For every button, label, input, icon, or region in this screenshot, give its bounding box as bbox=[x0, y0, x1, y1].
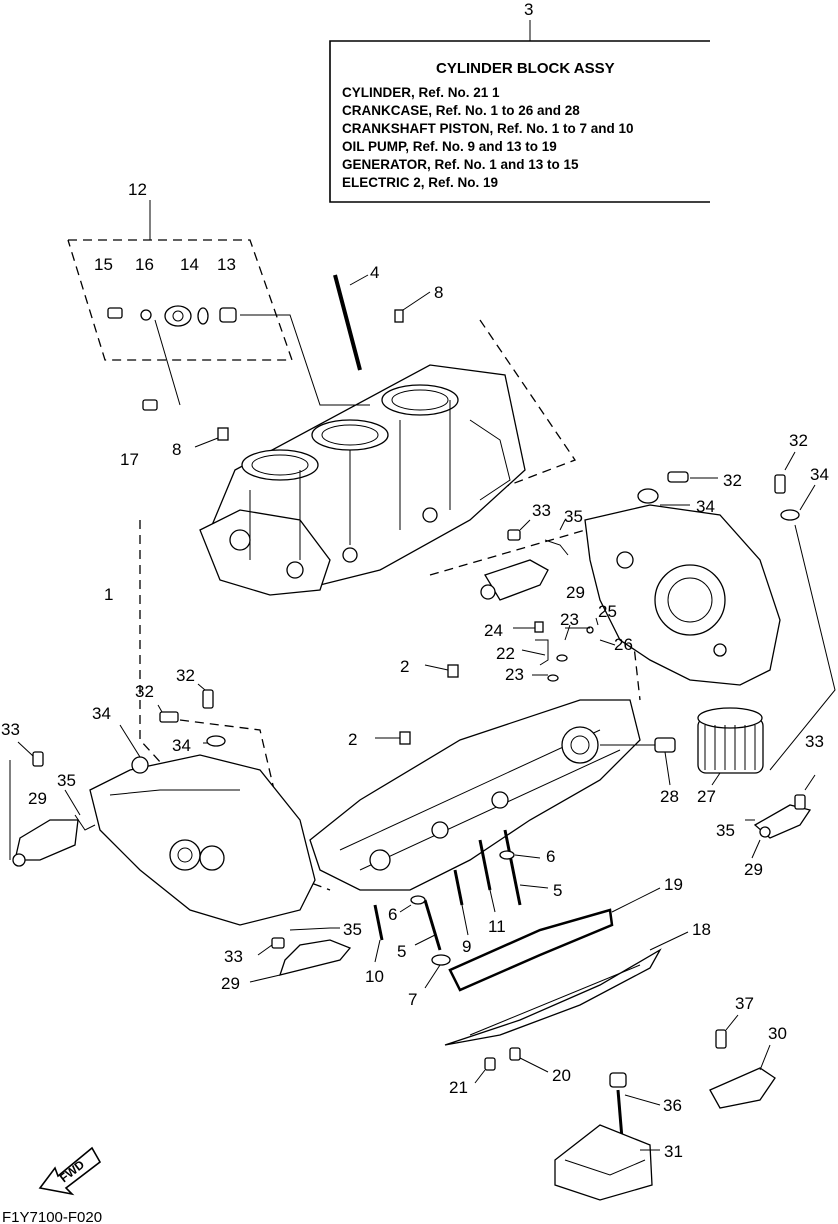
callout-37: 37 bbox=[735, 994, 754, 1013]
callout-31: 31 bbox=[664, 1142, 683, 1161]
callout-7: 7 bbox=[408, 990, 417, 1009]
callout-29-right: 29 bbox=[744, 860, 763, 879]
callout-10: 10 bbox=[365, 967, 384, 986]
callout-35-right: 35 bbox=[716, 821, 735, 840]
callout-2-upper: 2 bbox=[400, 657, 409, 676]
callout-2-lower: 2 bbox=[348, 730, 357, 749]
callout-34-top: 34 bbox=[810, 465, 829, 484]
callout-24: 24 bbox=[484, 621, 503, 640]
callout-23-lower: 23 bbox=[505, 665, 524, 684]
crankcase bbox=[309, 664, 660, 891]
callout-1: 1 bbox=[104, 585, 113, 604]
callout-6-left: 6 bbox=[388, 905, 397, 924]
callout-12: 12 bbox=[128, 180, 147, 199]
callout-15: 15 bbox=[94, 255, 113, 274]
callout-35-upper: 35 bbox=[564, 507, 583, 526]
assembly-reference-box: 3 CYLINDER BLOCK ASSY CYLINDER, Ref. No.… bbox=[329, 0, 710, 203]
callout-23-upper: 23 bbox=[560, 610, 579, 629]
callout-26: 26 bbox=[614, 635, 633, 654]
callout-33-lower: 33 bbox=[224, 947, 243, 966]
callout-32-left: 32 bbox=[135, 682, 154, 701]
stud-and-dowels bbox=[194, 274, 431, 448]
cylinder-block bbox=[199, 364, 526, 596]
callout-21: 21 bbox=[449, 1078, 468, 1097]
assembly-line-crankshaft-piston: CRANKSHAFT PISTON, Ref. No. 1 to 7 and 1… bbox=[342, 121, 634, 136]
assembly-line-generator: GENERATOR, Ref. No. 1 and 13 to 15 bbox=[342, 157, 579, 172]
callout-5-left: 5 bbox=[397, 942, 406, 961]
callout-35-lower: 35 bbox=[343, 920, 362, 939]
callout-9: 9 bbox=[462, 937, 471, 956]
assembly-line-oil-pump: OIL PUMP, Ref. No. 9 and 13 to 19 bbox=[342, 139, 557, 154]
assembly-line-crankcase: CRANKCASE, Ref. No. 1 to 26 and 28 bbox=[342, 103, 580, 118]
left-crankcase-cover bbox=[9, 683, 316, 926]
callout-3: 3 bbox=[524, 0, 533, 19]
bottom-right-parts bbox=[554, 1014, 776, 1201]
callout-numbers: 12 15 16 14 13 4 8 17 8 1 32 32 34 34 33… bbox=[1, 180, 829, 1161]
callout-8-lower: 8 bbox=[172, 440, 181, 459]
callout-5-right: 5 bbox=[553, 881, 562, 900]
callout-34-left: 34 bbox=[172, 736, 191, 755]
assembly-title: CYLINDER BLOCK ASSY bbox=[436, 60, 615, 77]
callout-30: 30 bbox=[768, 1024, 787, 1043]
callout-4: 4 bbox=[370, 263, 379, 282]
callout-33-right: 33 bbox=[805, 732, 824, 751]
callout-35-left: 35 bbox=[57, 771, 76, 790]
callout-29-lower: 29 bbox=[221, 974, 240, 993]
gasket-and-pan bbox=[444, 887, 689, 1084]
callout-34-mid: 34 bbox=[696, 497, 715, 516]
diagram-code: F1Y7100-F020 bbox=[2, 1209, 102, 1224]
forward-direction-arrow: FWD bbox=[38, 1146, 102, 1196]
lower-right-bracket bbox=[745, 774, 816, 859]
callout-28: 28 bbox=[660, 787, 679, 806]
oil-pump-group bbox=[107, 305, 370, 411]
assembly-line-electric-2: ELECTRIC 2, Ref. No. 19 bbox=[342, 175, 498, 190]
callout-19: 19 bbox=[664, 875, 683, 894]
callout-33-upper: 33 bbox=[532, 501, 551, 520]
callout-27: 27 bbox=[697, 787, 716, 806]
callout-14: 14 bbox=[180, 255, 199, 274]
callout-16: 16 bbox=[135, 255, 154, 274]
lower-left-bracket bbox=[249, 927, 352, 983]
oil-filter bbox=[654, 707, 764, 786]
callout-29-upper: 29 bbox=[566, 583, 585, 602]
callout-25: 25 bbox=[598, 602, 617, 621]
callout-32-mid: 32 bbox=[723, 471, 742, 490]
hose-fittings bbox=[513, 617, 616, 682]
callout-17: 17 bbox=[120, 450, 139, 469]
callout-6-right: 6 bbox=[546, 847, 555, 866]
callout-34-left-top: 34 bbox=[92, 704, 111, 723]
callout-32-left-top: 32 bbox=[176, 666, 195, 685]
upper-mount-bracket bbox=[480, 519, 569, 601]
callout-22: 22 bbox=[496, 644, 515, 663]
callout-18: 18 bbox=[692, 920, 711, 939]
callout-13: 13 bbox=[217, 255, 236, 274]
callout-8-upper: 8 bbox=[434, 283, 443, 302]
callout-29-left: 29 bbox=[28, 789, 47, 808]
assembly-line-cylinder: CYLINDER, Ref. No. 21 1 bbox=[342, 85, 500, 100]
crankcase-bolts bbox=[373, 829, 549, 989]
callout-20: 20 bbox=[552, 1066, 571, 1085]
callout-33-left: 33 bbox=[1, 720, 20, 739]
callout-36: 36 bbox=[663, 1096, 682, 1115]
callout-32-top: 32 bbox=[789, 431, 808, 450]
callout-11: 11 bbox=[488, 917, 506, 936]
right-crankcase-cover bbox=[584, 451, 836, 771]
